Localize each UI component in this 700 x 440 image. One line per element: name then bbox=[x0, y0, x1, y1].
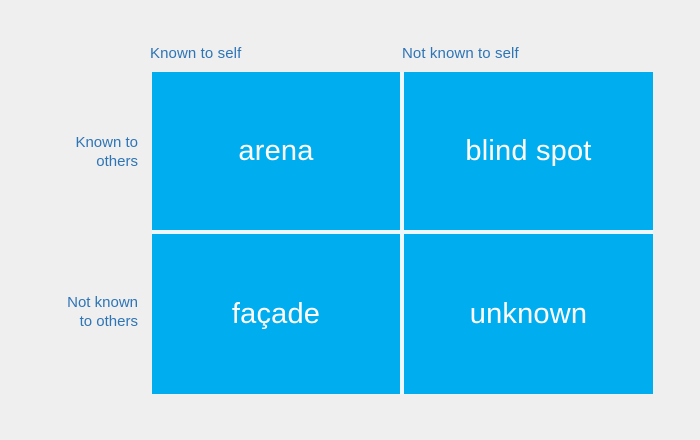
quadrant-unknown: unknown bbox=[404, 234, 653, 394]
row-header-known-to-others: Known to others bbox=[75, 134, 138, 170]
quadrant-grid: arena blind spot façade unknown bbox=[152, 72, 653, 394]
column-header-known-to-self: Known to self bbox=[150, 45, 242, 62]
row-header-not-known-to-others: Not known to others bbox=[67, 294, 138, 330]
quadrant-blind-spot: blind spot bbox=[404, 72, 653, 230]
column-header-not-known-to-self: Not known to self bbox=[402, 45, 519, 62]
grid-divider-horizontal bbox=[152, 230, 653, 234]
quadrant-facade: façade bbox=[152, 234, 400, 394]
quadrant-arena: arena bbox=[152, 72, 400, 230]
